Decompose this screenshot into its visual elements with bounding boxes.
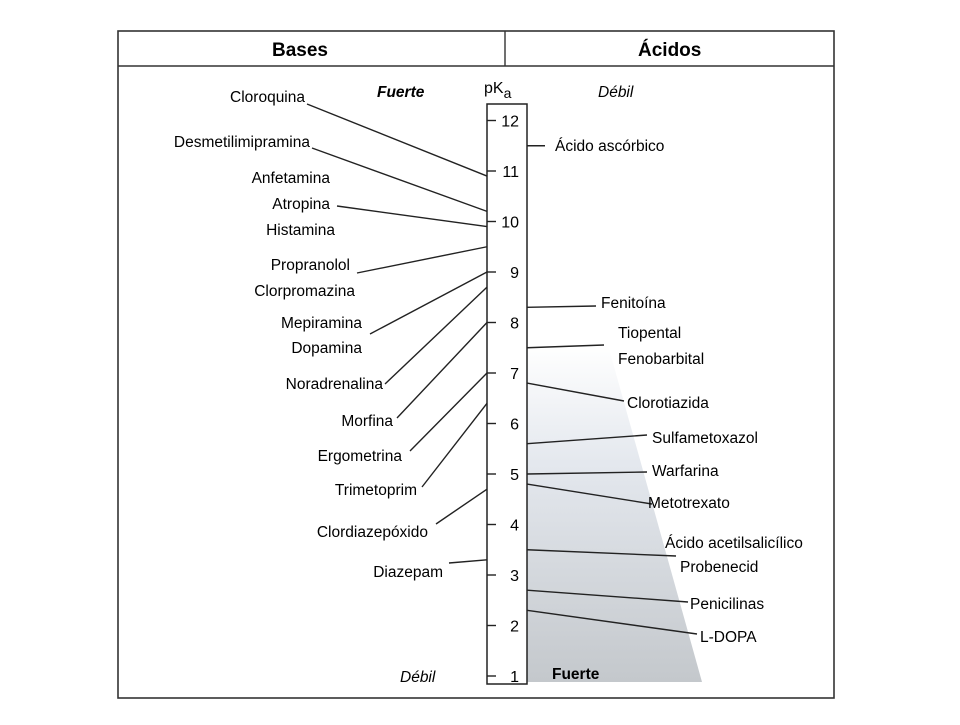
base-drug-label: Clordiazepóxido (317, 524, 428, 541)
acid-drug-label: Ácido ascórbico (555, 138, 664, 155)
acid-leader-line (526, 483, 653, 505)
base-leader-line (356, 246, 488, 274)
base-leader-line (421, 402, 488, 488)
pka-tick-label: 8 (510, 316, 519, 333)
pka-tick-group: 12 11 10 9 8 7 6 5 4 3 2 1 (487, 114, 519, 686)
acid-leader-line (526, 344, 605, 349)
pka-tick-label: 1 (510, 669, 519, 686)
pka-tick-label: 9 (510, 265, 519, 282)
pka-tick-label: 3 (510, 568, 519, 585)
pka-title-main: pK (484, 80, 504, 97)
base-leader-line (409, 372, 488, 452)
base-drug-label: Ergometrina (318, 448, 403, 465)
base-drug-label: Atropina (272, 196, 330, 213)
base-drug-label: Propranolol (271, 257, 350, 274)
pka-tick-label: 12 (501, 114, 519, 131)
base-drug-label: Desmetilimipramina (174, 134, 310, 151)
acid-leader-line (526, 471, 648, 475)
pka-tick-label: 7 (510, 366, 519, 383)
base-drug-label: Clorpromazina (254, 283, 355, 300)
base-drug-label: Mepiramina (281, 315, 362, 332)
base-drug-label: Dopamina (291, 340, 362, 357)
acid-leader-line (526, 549, 677, 557)
pka-tick-label: 10 (501, 215, 519, 232)
acid-leader-line (526, 589, 689, 603)
base-leader-line (435, 488, 488, 525)
acids-strong-label: Fuerte (552, 666, 600, 683)
acid-drug-label: Sulfametoxazol (652, 430, 758, 447)
base-drug-label: Cloroquina (230, 89, 305, 106)
base-leader-line (336, 205, 488, 228)
acid-drug-group: Ácido ascórbicoFenitoínaTiopentalFenobar… (526, 138, 803, 646)
pka-scale-bar (486, 103, 528, 685)
acid-drug-label: Metotrexato (648, 495, 730, 512)
base-leader-line (369, 271, 488, 335)
acid-drug-label: L-DOPA (700, 629, 757, 646)
acid-drug-label: Ácido acetilsalicílico (665, 535, 803, 552)
outer-frame (117, 30, 835, 699)
pka-tick-label: 5 (510, 467, 519, 484)
acid-drug-label: Penicilinas (690, 596, 764, 613)
acid-leader-line (526, 382, 625, 402)
base-drug-label: Diazepam (373, 564, 443, 581)
acid-drug-label: Probenecid (680, 559, 758, 576)
base-leader-line (311, 147, 488, 213)
base-leader-line (448, 559, 488, 564)
acid-leader-line (526, 305, 597, 309)
base-leader-line (306, 103, 488, 177)
pka-title: pKa (484, 80, 512, 101)
acids-weak-label: Débil (598, 84, 634, 101)
acid-leader-line (526, 434, 648, 445)
acid-strength-shade (527, 345, 702, 682)
pka-tick-label: 6 (510, 417, 519, 434)
acid-drug-label: Fenitoína (601, 295, 666, 312)
acid-drug-label: Warfarina (652, 463, 719, 480)
bases-header: Bases (272, 40, 328, 61)
bases-strong-label: Fuerte (377, 84, 425, 101)
base-drug-label: Anfetamina (252, 170, 331, 187)
base-drug-label: Morfina (341, 413, 393, 430)
acids-header: Ácidos (638, 39, 701, 61)
pka-tick-label: 4 (510, 518, 519, 535)
pka-tick-label: 2 (510, 619, 519, 636)
acid-drug-label: Tiopental (618, 325, 681, 342)
acid-leader-line (526, 609, 698, 635)
base-drug-label: Trimetoprim (335, 482, 417, 499)
acid-drug-label: Fenobarbital (618, 351, 704, 368)
acid-drug-label: Clorotiazida (627, 395, 709, 412)
base-drug-label: Noradrenalina (286, 376, 384, 393)
pka-tick-label: 11 (502, 164, 519, 181)
bases-weak-label: Débil (400, 669, 436, 686)
base-leader-line (384, 286, 488, 385)
pka-title-subscript: a (504, 85, 512, 101)
base-leader-line (396, 322, 488, 419)
base-drug-label: Histamina (266, 222, 335, 239)
base-drug-group: CloroquinaDesmetilimipraminaAnfetaminaAt… (174, 89, 488, 581)
